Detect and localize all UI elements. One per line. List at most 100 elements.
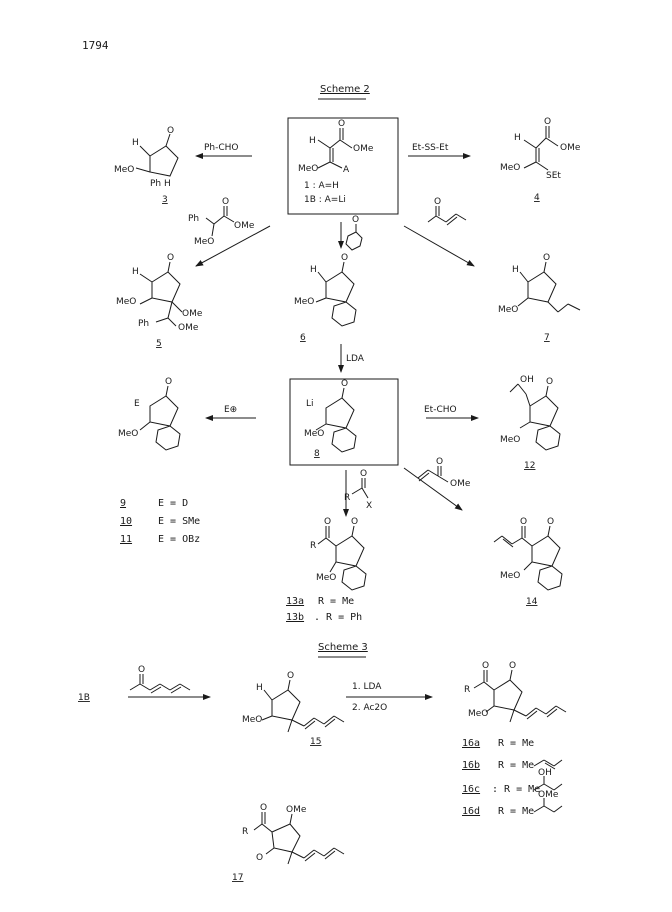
reagent-e-plus: E⊕ xyxy=(224,405,237,415)
atom-label: A xyxy=(343,165,350,175)
reagent-lda-ac2o-2: 2. Ac2O xyxy=(352,703,387,713)
atom-label: O xyxy=(256,853,263,863)
reagent-lda: LDA xyxy=(346,354,365,364)
atom-label: MeO xyxy=(298,164,318,174)
reagent-et-ss-et: Et-SS-Et xyxy=(412,143,449,153)
compound-label-14: 14 xyxy=(526,597,538,607)
atom-label: R xyxy=(464,685,470,695)
atom-label: OH xyxy=(538,768,552,778)
compound-number: 10 xyxy=(120,516,133,527)
substituent-16d xyxy=(533,798,563,813)
arrow-to-5 xyxy=(195,225,271,267)
list-value: R = Me xyxy=(318,596,355,607)
atom-label: OH xyxy=(520,375,534,385)
atom-label: O xyxy=(338,119,345,129)
structure-16 xyxy=(473,669,567,723)
atom-label: E xyxy=(134,399,140,409)
structure-1 xyxy=(317,128,353,169)
list-item: 11 E = OBz xyxy=(120,534,200,546)
atom-label: SEt xyxy=(546,171,561,181)
start-box xyxy=(287,117,399,215)
substituent-16c xyxy=(533,776,563,791)
atom-label: Li xyxy=(306,399,314,409)
structure-acyl-reagent xyxy=(351,478,369,499)
atom-label: O xyxy=(138,665,145,675)
list-item: 13b . R = Ph xyxy=(286,612,362,624)
atom-label: R xyxy=(242,827,248,837)
atom-label: OMe xyxy=(182,309,203,319)
list-value: R = Me xyxy=(498,738,535,749)
scheme-2-title: Scheme 2 xyxy=(320,84,370,95)
atom-label: MeO xyxy=(114,165,134,175)
atom-label: MeO xyxy=(116,297,136,307)
atom-label: OMe xyxy=(353,144,374,154)
list-item: 16b R = Me xyxy=(462,760,534,772)
arrow-to-14 xyxy=(403,467,463,511)
atom-label: O xyxy=(165,377,172,387)
compound-number: 16c xyxy=(462,784,481,795)
compound-label-7: 7 xyxy=(544,333,550,343)
list-item: 16d R = Me xyxy=(462,806,534,818)
atom-label: Ph xyxy=(138,319,149,329)
atom-label: O xyxy=(341,379,348,389)
list-item: 16c : R = Me xyxy=(462,784,540,796)
list-value: E = D xyxy=(158,498,189,509)
start-label-1: 1 : A=H xyxy=(304,181,339,191)
atom-label: O xyxy=(167,253,174,263)
atom-label: MeO xyxy=(118,429,138,439)
atom-label: H xyxy=(132,138,139,148)
structure-e-series xyxy=(139,385,181,451)
atom-label: O xyxy=(167,126,174,136)
lithio-box xyxy=(289,378,399,466)
atom-label: O xyxy=(222,197,229,207)
atom-label: MeO xyxy=(294,297,314,307)
list-item: 10 E = SMe xyxy=(120,516,200,528)
structure-12 xyxy=(509,383,561,451)
compound-label-15: 15 xyxy=(310,737,321,747)
atom-label: MeO xyxy=(468,709,488,719)
atom-label: OMe xyxy=(560,143,581,153)
list-value: . R = Ph xyxy=(314,612,363,623)
compound-label-12: 12 xyxy=(524,461,535,471)
atom-label: OMe xyxy=(286,805,307,815)
structure-15 xyxy=(261,679,345,733)
structure-dienone-reagent xyxy=(129,674,191,694)
atom-label: MeO xyxy=(498,305,518,315)
atom-label: O xyxy=(287,671,294,681)
atom-label: MeO xyxy=(316,573,336,583)
compound-number: 13a xyxy=(286,596,305,607)
arrow-to-7 xyxy=(403,225,475,267)
atom-label: H xyxy=(309,136,316,146)
atom-label: O xyxy=(341,253,348,263)
atom-label: O xyxy=(260,803,267,813)
scheme-3-title: Scheme 3 xyxy=(318,642,368,653)
structure-7 xyxy=(517,261,581,313)
atom-label: MeO xyxy=(500,163,520,173)
atom-label: MeO xyxy=(304,429,324,439)
structure-4 xyxy=(523,126,559,171)
reagent-et-cho: Et-CHO xyxy=(424,405,457,415)
compound-label-8: 8 xyxy=(314,449,320,459)
list-item: 9 E = D xyxy=(120,498,188,510)
compound-number: 16d xyxy=(462,806,481,817)
atom-label: H xyxy=(514,133,521,143)
atom-label: MeO xyxy=(194,237,214,247)
atom-label: R xyxy=(310,541,316,551)
start-label-1b: 1B : A=Li xyxy=(304,195,346,205)
compound-label-5: 5 xyxy=(156,339,162,349)
compound-number: 13b xyxy=(286,612,305,623)
atom-label: O xyxy=(547,517,554,527)
structure-3 xyxy=(135,133,179,177)
atom-label: O xyxy=(520,517,527,527)
atom-label: O xyxy=(360,469,367,479)
compound-label-3: 3 xyxy=(162,195,168,205)
atom-label: O xyxy=(351,517,358,527)
atom-label: MeO xyxy=(242,715,262,725)
structure-acrylate-reagent xyxy=(417,466,449,483)
atom-label: H xyxy=(132,267,139,277)
atom-label: O xyxy=(352,215,359,225)
atom-label: H xyxy=(256,683,263,693)
scheme3-start-label: 1B xyxy=(78,693,90,703)
atom-label: Ph xyxy=(188,214,199,224)
